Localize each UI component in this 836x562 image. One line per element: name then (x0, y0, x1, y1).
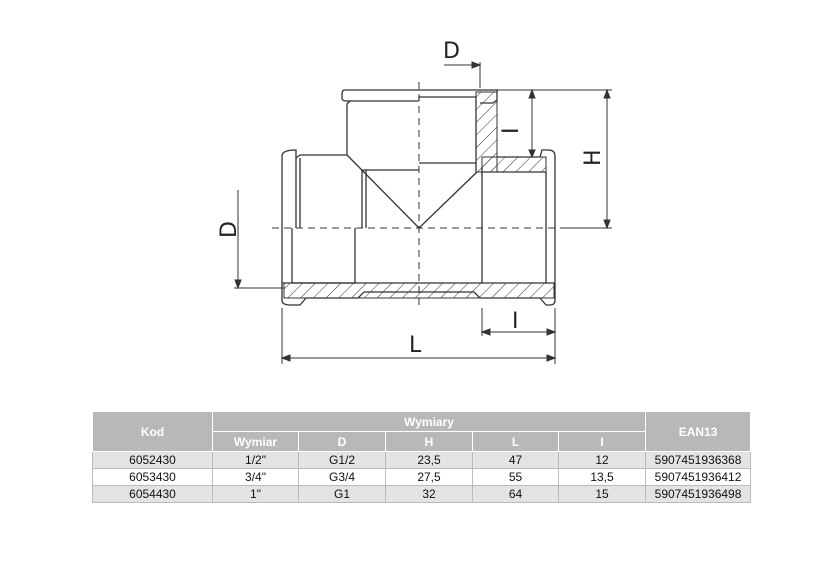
dim-label-i-bottom: I (512, 309, 519, 334)
table-row: 6054430 1" G1 32 64 15 5907451936498 (92, 485, 752, 503)
cell-h: 27,5 (385, 468, 473, 486)
dimensions-table: Kod Wymiary EAN13 Wymiar D H L I 6052430… (92, 411, 752, 503)
cell-d: G3/4 (298, 468, 386, 486)
dim-label-d-left: D (217, 221, 242, 238)
tee-fitting-drawing: D D H I I L (217, 39, 612, 364)
header-h: H (385, 431, 473, 452)
cell-i: 13,5 (557, 468, 647, 486)
header-kod: Kod (92, 411, 213, 452)
table-row: 6052430 1/2" G1/2 23,5 47 12 59074519363… (92, 451, 752, 469)
cell-i: 12 (557, 451, 647, 469)
dim-label-l: L (409, 333, 422, 358)
header-wymiar: Wymiar (212, 431, 299, 452)
cell-l: 47 (472, 451, 559, 469)
cell-d: G1/2 (298, 451, 386, 469)
centerlines (272, 82, 565, 305)
cell-ean: 5907451936498 (645, 485, 752, 503)
header-d: D (298, 431, 386, 452)
cell-ean: 5907451936412 (645, 468, 752, 486)
cell-wymiar: 1/2" (212, 451, 299, 469)
dim-label-d-top: D (443, 39, 460, 64)
cell-d: G1 (298, 485, 386, 503)
cell-l: 55 (472, 468, 559, 486)
dim-label-h: H (581, 149, 606, 166)
header-wymiary: Wymiary (211, 411, 647, 432)
dimension-lines (234, 61, 612, 364)
cell-kod: 6053430 (92, 468, 213, 486)
cell-kod: 6052430 (92, 451, 213, 469)
cell-h: 32 (385, 485, 473, 503)
header-i: I (557, 431, 647, 452)
cell-i: 15 (557, 485, 647, 503)
cell-kod: 6054430 (92, 485, 213, 503)
dim-label-i-top: I (499, 128, 524, 135)
cell-l: 64 (472, 485, 559, 503)
table-row: 6053430 3/4" G3/4 27,5 55 13,5 590745193… (92, 468, 752, 486)
header-l: L (472, 431, 559, 452)
cell-ean: 5907451936368 (645, 451, 752, 469)
cell-wymiar: 1" (212, 485, 299, 503)
header-ean13: EAN13 (645, 411, 752, 452)
cell-wymiar: 3/4" (212, 468, 299, 486)
cell-h: 23,5 (385, 451, 473, 469)
